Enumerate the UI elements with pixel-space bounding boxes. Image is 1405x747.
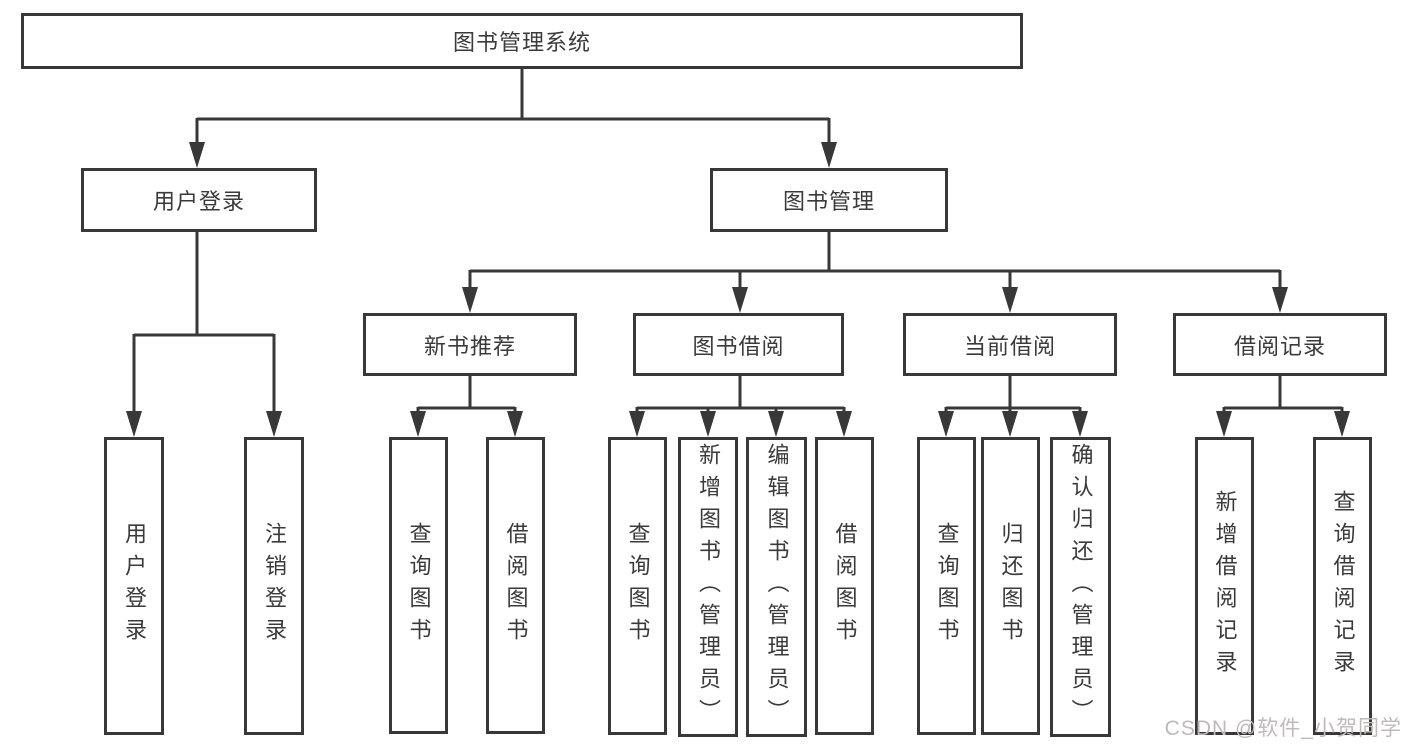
node-new-book-recommendation-label: 新书推荐	[423, 333, 516, 359]
leaf-user-login-label: 用户登录	[122, 522, 147, 650]
leaf-add-book-admin-label: 新增图书（管理员）	[696, 443, 721, 731]
leaf-logout: 注销登录	[244, 437, 304, 735]
node-book-borrowing: 图书借阅	[633, 313, 844, 376]
leaf-edit-book-admin-label: 编辑图书（管理员）	[764, 443, 790, 731]
node-borrowing-records-label: 借阅记录	[1233, 333, 1326, 359]
node-current-borrowing: 当前借阅	[903, 313, 1117, 376]
leaf-add-borrow-record: 新增借阅记录	[1195, 437, 1254, 735]
leaf-confirm-return-admin: 确认归还（管理员）	[1050, 437, 1111, 737]
node-user-login-module: 用户登录	[81, 168, 317, 232]
leaf-confirm-return-admin-label: 确认归还（管理员）	[1068, 443, 1094, 731]
leaf-query-borrow-record: 查询借阅记录	[1313, 437, 1372, 735]
node-current-borrowing-label: 当前借阅	[963, 333, 1056, 359]
leaf-query-borrow-record-label: 查询借阅记录	[1330, 490, 1356, 682]
leaf-borrowing-query-books: 查询图书	[608, 437, 667, 735]
node-borrowing-records: 借阅记录	[1173, 313, 1387, 376]
node-book-borrowing-label: 图书借阅	[692, 333, 785, 359]
leaf-current-query-books-label: 查询图书	[934, 522, 960, 650]
leaf-recommend-borrow-books: 借阅图书	[486, 437, 545, 734]
leaf-current-query-books: 查询图书	[917, 437, 976, 735]
leaf-add-borrow-record-label: 新增借阅记录	[1212, 490, 1238, 682]
leaf-recommend-query-books-label: 查询图书	[406, 521, 432, 650]
leaf-user-login: 用户登录	[104, 437, 164, 735]
leaf-borrowing-borrow-books-label: 借阅图书	[832, 522, 858, 650]
leaf-recommend-query-books: 查询图书	[389, 437, 448, 734]
node-book-management-module-label: 图书管理	[782, 189, 875, 214]
node-root: 图书管理系统	[21, 13, 1023, 69]
leaf-recommend-borrow-books-label: 借阅图书	[503, 521, 529, 650]
leaf-return-book-label: 归还图书	[998, 522, 1024, 650]
node-book-management-module: 图书管理	[710, 168, 948, 232]
leaf-logout-label: 注销登录	[262, 522, 287, 650]
node-new-book-recommendation: 新书推荐	[363, 313, 577, 376]
leaf-edit-book-admin: 编辑图书（管理员）	[746, 437, 807, 737]
leaf-borrowing-borrow-books: 借阅图书	[815, 437, 874, 735]
leaf-add-book-admin: 新增图书（管理员）	[678, 437, 738, 737]
node-root-label: 图书管理系统	[452, 30, 591, 55]
leaf-borrowing-query-books-label: 查询图书	[625, 522, 651, 650]
node-user-login-module-label: 用户登录	[152, 189, 245, 214]
csdn-watermark: CSDN @软件_小贺同学	[1164, 717, 1402, 740]
leaf-return-book: 归还图书	[981, 437, 1040, 735]
